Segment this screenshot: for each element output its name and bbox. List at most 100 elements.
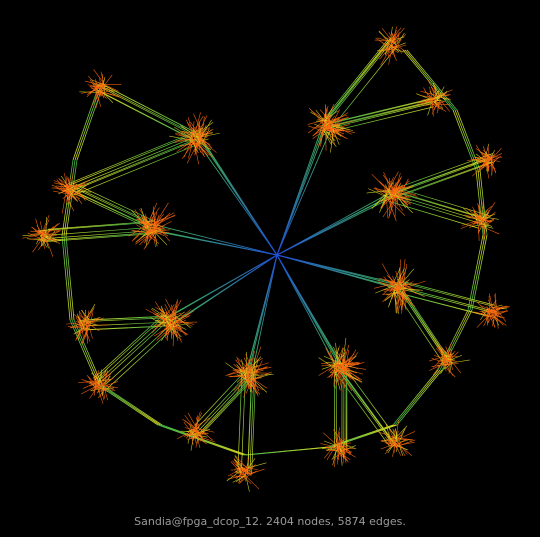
ring-edge (454, 109, 479, 171)
cluster-edge (338, 353, 341, 367)
cluster-edge (173, 310, 195, 324)
hub-spoke-edge (276, 123, 324, 256)
cluster-edge (185, 133, 193, 140)
cluster-edge (473, 311, 488, 316)
cluster-edge (382, 198, 396, 218)
hub-spoke-edge (276, 194, 393, 256)
cluster-edge (22, 234, 40, 239)
cluster-edge (314, 126, 328, 136)
fan-edge (75, 183, 157, 223)
cluster-edge (31, 226, 41, 234)
cluster-edge (176, 430, 192, 440)
cluster-edge (395, 44, 406, 52)
cluster-edge (79, 310, 81, 324)
cluster-edge (335, 445, 350, 448)
cluster-edge (383, 279, 400, 285)
cluster-edge (391, 428, 396, 441)
ring-edge (456, 109, 481, 171)
hub-spoke-edge (276, 254, 345, 368)
cluster-edge (341, 372, 345, 385)
cluster-edge (174, 138, 192, 143)
outer-node-cluster (226, 455, 267, 492)
cluster-edge (430, 86, 438, 96)
cluster-edge (343, 449, 347, 464)
cluster-edge (198, 138, 209, 142)
cluster-edge (439, 345, 450, 357)
cluster-edge (235, 474, 246, 483)
cluster-edge (233, 379, 246, 391)
cluster-edge (199, 436, 216, 443)
cluster-edge (388, 428, 397, 445)
cluster-edge (250, 373, 260, 391)
cluster-edge (53, 190, 68, 195)
fan-edge (201, 375, 257, 435)
cluster-edge (59, 186, 67, 192)
cluster-edge (484, 202, 496, 219)
cluster-edge (332, 120, 356, 126)
fan-edge (394, 282, 444, 356)
cluster-edge (394, 196, 410, 201)
cluster-edge (335, 366, 347, 381)
cluster-edge (333, 126, 354, 131)
cluster-edge (98, 377, 114, 387)
cluster-edge (388, 290, 395, 308)
cluster-edge (477, 203, 482, 220)
cluster-edge (402, 268, 414, 283)
cluster-edge (140, 215, 149, 226)
cluster-edge (67, 191, 76, 193)
cluster-edge (383, 196, 388, 204)
hub-spoke-edge (276, 254, 344, 373)
cluster-edge (332, 129, 340, 145)
cluster-edge (236, 370, 244, 380)
cluster-edge (74, 191, 88, 200)
fan-edge (390, 190, 481, 218)
cluster-edge (89, 381, 100, 387)
cluster-edge (194, 112, 201, 135)
inner-node-cluster (366, 171, 418, 222)
cluster-edge (251, 371, 256, 383)
fan-edge (402, 281, 496, 306)
cluster-edge (39, 229, 54, 232)
cluster-edge (329, 112, 348, 125)
cluster-edge (432, 103, 451, 106)
cluster-edge (66, 191, 74, 205)
cluster-edge (420, 90, 439, 97)
cluster-edge (489, 293, 493, 309)
cluster-edge (401, 282, 415, 291)
cluster-edge (65, 183, 74, 193)
cluster-edge (195, 434, 208, 438)
cluster-edge (175, 319, 187, 326)
cluster-edge (483, 308, 493, 327)
cluster-edge (387, 177, 394, 192)
cluster-edge (196, 434, 201, 449)
cluster-edge (193, 417, 211, 429)
cluster-edge (484, 213, 496, 219)
cluster-edge (433, 94, 444, 99)
cluster-edge (83, 308, 95, 322)
cluster-edge (437, 361, 451, 365)
cluster-edge (486, 309, 491, 316)
cluster-edge (80, 385, 98, 395)
cluster-edge (147, 210, 154, 224)
cluster-edge (381, 28, 394, 43)
cluster-edge (395, 44, 407, 49)
fan-edge (330, 47, 397, 130)
cluster-edge (442, 359, 454, 376)
cluster-edge (194, 141, 211, 156)
ring-edge (467, 234, 484, 311)
fan-edge (330, 96, 439, 124)
inner-node-cluster (145, 298, 198, 347)
cluster-edge (399, 431, 416, 439)
cluster-edge (102, 389, 106, 399)
cluster-edge (187, 430, 192, 444)
ring-edge (469, 234, 486, 311)
cluster-edge (172, 318, 193, 327)
hub-spoke-edge (276, 254, 404, 286)
cluster-edge (418, 99, 433, 106)
cluster-edge (152, 218, 165, 231)
cluster-edge (153, 212, 171, 229)
ring-edge (65, 235, 75, 321)
cluster-edge (152, 307, 172, 322)
cluster-edge (31, 232, 43, 235)
